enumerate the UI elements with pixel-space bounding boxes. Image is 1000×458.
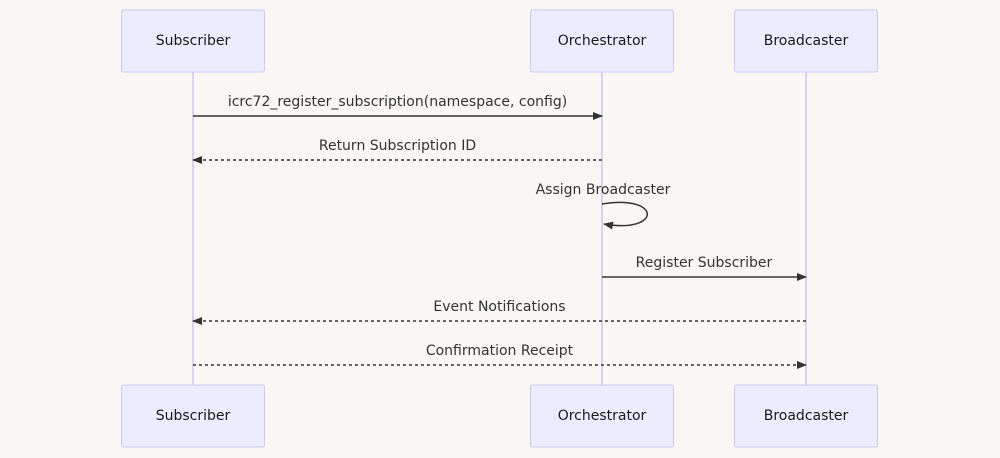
message-label: icrc72_register_subscription(namespace, … (228, 94, 567, 110)
message-label: Assign Broadcaster (536, 182, 671, 198)
message-label: Register Subscriber (636, 255, 773, 271)
message-label: Confirmation Receipt (426, 343, 574, 359)
participant-box (734, 384, 878, 448)
message-2: Return Subscription ID (192, 138, 602, 164)
participant-label: Broadcaster (764, 408, 849, 424)
message-label: Return Subscription ID (319, 138, 476, 154)
message-5: Event Notifications (192, 299, 806, 325)
participants: SubscriberSubscriberOrchestratorOrchestr… (121, 9, 878, 448)
participant-box (121, 384, 265, 448)
participant-broadcaster-bottom: Broadcaster (734, 384, 878, 448)
participant-box (121, 9, 265, 73)
message-4: Register Subscriber (602, 255, 807, 281)
participant-broadcaster-top: Broadcaster (734, 9, 878, 73)
participant-subscriber-bottom: Subscriber (121, 384, 265, 448)
participant-box (734, 9, 878, 73)
participant-orchestrator-top: Orchestrator (530, 9, 674, 73)
participant-box (530, 9, 674, 73)
participant-label: Broadcaster (764, 33, 849, 49)
participant-label: Subscriber (156, 33, 231, 49)
message-1: icrc72_register_subscription(namespace, … (193, 94, 603, 120)
message-6: Confirmation Receipt (193, 343, 807, 369)
participant-box (530, 384, 674, 448)
participant-label: Orchestrator (558, 408, 647, 424)
participant-subscriber-top: Subscriber (121, 9, 265, 73)
lifelines (192, 72, 807, 385)
self-message-arrow (601, 201, 648, 230)
participant-label: Orchestrator (558, 33, 647, 49)
messages: icrc72_register_subscription(namespace, … (192, 94, 807, 369)
message-label: Event Notifications (433, 299, 565, 315)
participant-orchestrator-bottom: Orchestrator (530, 384, 674, 448)
message-3: Assign Broadcaster (536, 182, 671, 230)
participant-label: Subscriber (156, 408, 231, 424)
